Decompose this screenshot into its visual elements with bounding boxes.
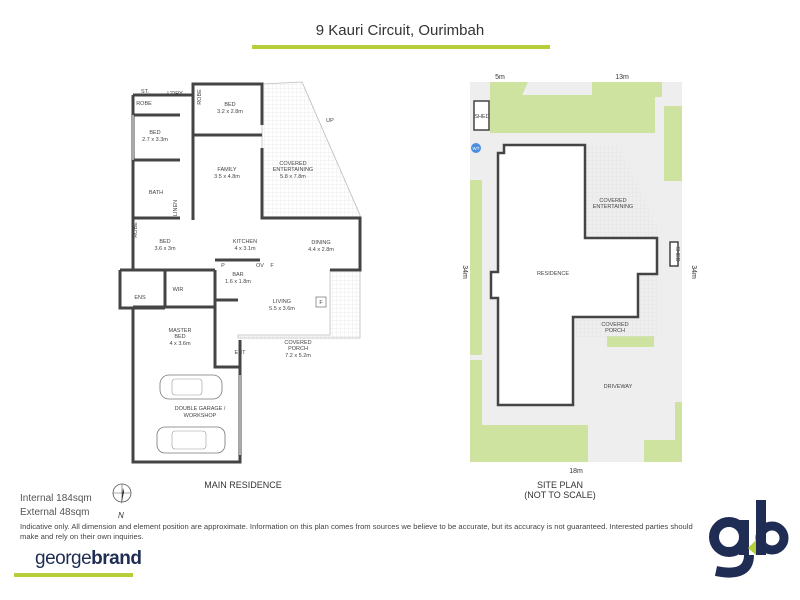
area-label: COVERED xyxy=(601,322,628,328)
room-label: ST. xyxy=(141,89,149,95)
area-label: COVERED xyxy=(599,198,626,204)
room-label: ENS xyxy=(134,295,146,301)
room-label: WIR xyxy=(173,287,184,293)
room-label: BATH xyxy=(149,190,163,196)
room-label: LINEN xyxy=(173,200,179,216)
shed-label: SHED xyxy=(674,246,680,261)
room-label: COVERED xyxy=(284,340,311,346)
room-size: 4.4 x 2.8m xyxy=(308,247,334,253)
dimension-label: 5m xyxy=(495,74,505,81)
fireplace-icon xyxy=(315,296,327,308)
title-underline xyxy=(252,45,550,49)
room-label: DOUBLE GARAGE / xyxy=(175,406,226,412)
brand-logo xyxy=(709,500,789,578)
dimension-label: 34m xyxy=(461,265,468,279)
disclaimer: Indicative only. All dimension and eleme… xyxy=(20,522,693,541)
room-size: 1.6 x 1.8m xyxy=(225,279,251,285)
compass-icon: N xyxy=(112,483,132,520)
room-label: BED xyxy=(159,239,170,245)
page-title: 9 Kauri Circuit, Ourimbah xyxy=(315,22,485,39)
room-label: BED xyxy=(224,102,235,108)
room-label: PORCH xyxy=(288,346,308,352)
external-area: External 48sqm xyxy=(20,507,90,518)
entry-label: ENT xyxy=(235,350,247,356)
room-label: ROBE xyxy=(133,222,139,238)
shed-label: SHED xyxy=(474,114,489,120)
brand-bold: brand xyxy=(91,548,142,569)
water-tank-icon xyxy=(471,143,481,153)
site-plan-title: SITE PLAN xyxy=(536,480,583,490)
dimension-label: 18m xyxy=(569,468,583,475)
brand-wordmark: georgebrand xyxy=(35,548,142,570)
site-plan: 5m 13m 34m 34m 18m SHED SHED WT COVERED … xyxy=(461,74,697,475)
room-size: 5.8 x 7.8m xyxy=(280,174,306,180)
car-icon xyxy=(156,426,226,454)
room-size: 7.2 x 5.2m xyxy=(285,353,311,359)
covered-entertaining-area xyxy=(261,81,361,219)
room-label: BED xyxy=(174,334,185,340)
room-label: KITCHEN xyxy=(233,239,257,245)
lawn xyxy=(490,95,655,133)
brand-underline xyxy=(14,573,133,577)
dimension-label: 13m xyxy=(615,74,629,81)
water-tank-label: WT xyxy=(473,146,480,151)
room-label: ENTERTAINING xyxy=(273,167,313,173)
room-size: 2.7 x 3.3m xyxy=(142,137,168,143)
room-size: 4 x 3.1m xyxy=(234,246,256,252)
room-size: 4 x 3.6m xyxy=(169,341,191,347)
shed-icon xyxy=(669,241,679,267)
fridge-label: F xyxy=(270,263,274,269)
room-label: L'DRY xyxy=(167,91,183,97)
room-label: WORKSHOP xyxy=(184,413,217,419)
fireplace-label: F xyxy=(319,300,323,306)
car-icon xyxy=(159,374,223,400)
stairs-up-label: UP xyxy=(326,118,334,124)
driveway-label: DRIVEWAY xyxy=(604,384,633,390)
room-label: MASTER xyxy=(169,328,192,334)
room-label: BAR xyxy=(232,272,243,278)
internal-area: Internal 184sqm xyxy=(20,493,92,504)
residence-label: RESIDENCE xyxy=(537,271,569,277)
room-label: ROBE xyxy=(197,89,203,105)
room-size: 3.2 x 2.8m xyxy=(217,109,243,115)
walls xyxy=(118,82,362,464)
dimension-label: 34m xyxy=(690,265,697,279)
brand-light: george xyxy=(35,548,92,569)
residence-outline xyxy=(489,143,659,407)
pantry-label: P xyxy=(221,263,225,269)
covered-porch-area xyxy=(237,269,361,339)
room-label: LIVING xyxy=(273,299,291,305)
floor-plan: ST. L'DRY ROBE ROBE ROBE BED 3.2 x 2.8m … xyxy=(118,81,362,464)
room-label: BED xyxy=(149,130,160,136)
room-label: DINING xyxy=(311,240,330,246)
room-size: 3.6 x 3m xyxy=(154,246,176,252)
compass-north-label: N xyxy=(118,511,124,520)
oven-label: OV xyxy=(256,263,264,269)
area-label: PORCH xyxy=(605,328,625,334)
site-plan-note: (NOT TO SCALE) xyxy=(524,490,596,500)
room-size: 5.5 x 3.6m xyxy=(269,306,295,312)
shed-icon xyxy=(473,100,490,131)
site-plan-caption: SITE PLAN (NOT TO SCALE) xyxy=(480,480,640,500)
room-label: FAMILY xyxy=(217,167,236,173)
room-label: COVERED xyxy=(279,161,306,167)
room-size: 3.5 x 4.8m xyxy=(214,174,240,180)
room-label: ROBE xyxy=(136,101,152,107)
main-residence-caption: MAIN RESIDENCE xyxy=(204,480,282,490)
area-label: ENTERTAINING xyxy=(593,204,633,210)
